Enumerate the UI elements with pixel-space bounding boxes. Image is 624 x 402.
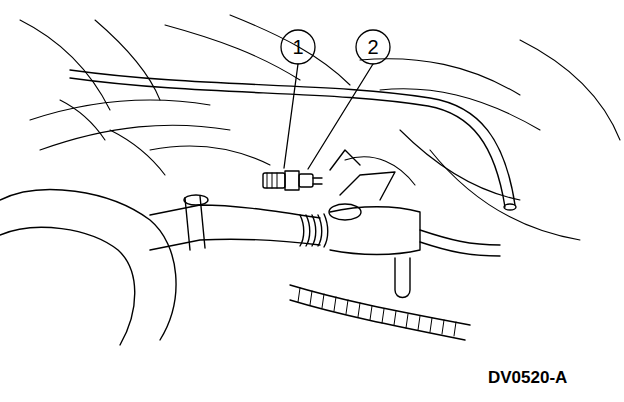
callout-leaders — [281, 30, 390, 169]
callout-number: 1 — [283, 32, 313, 62]
small-pipe — [395, 230, 500, 298]
wiring-conduit — [290, 285, 470, 340]
callout-number: 2 — [358, 32, 388, 62]
large-hose — [0, 190, 176, 345]
metal-tube — [70, 70, 516, 210]
figure-id: DV0520-A — [488, 368, 567, 388]
engine-contours — [20, 15, 620, 240]
main-hose — [150, 150, 420, 255]
sensor-connector — [263, 171, 322, 190]
